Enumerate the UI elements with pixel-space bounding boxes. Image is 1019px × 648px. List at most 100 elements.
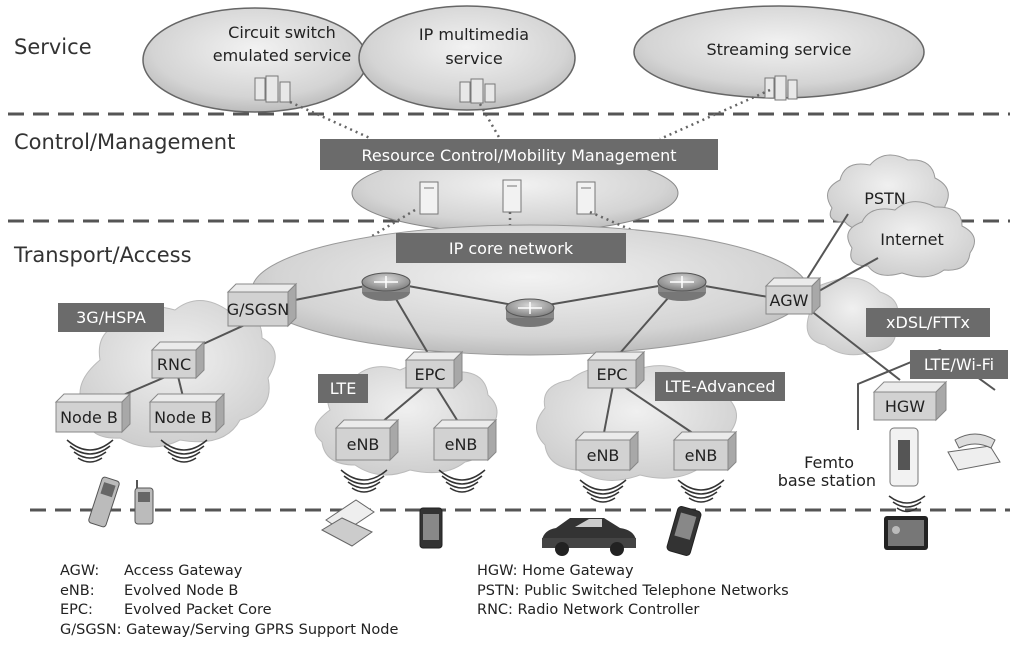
node-gsgsn-label: G/SGSN — [227, 300, 289, 319]
server-icon — [502, 179, 522, 213]
node-epc-2 — [586, 350, 646, 390]
node-enb-1-label: eNB — [347, 435, 380, 454]
wireless-signal-icon — [438, 469, 486, 493]
router-icon — [361, 272, 411, 301]
laptop-icon — [320, 499, 375, 547]
femto-label-line1: Femto — [804, 453, 854, 472]
mobile-phone-icon — [88, 476, 120, 528]
wireless-signal-icon — [677, 479, 725, 503]
node-enb-4 — [672, 430, 738, 472]
handheld-device-icon — [666, 506, 702, 556]
femto-base-station-icon — [889, 427, 919, 487]
node-hgw — [872, 380, 948, 422]
service-ip-multimedia-line2: service — [445, 49, 502, 68]
server-icon — [419, 181, 439, 215]
banner-xdsl — [866, 308, 990, 337]
node-nodeb-1-label: Node B — [60, 408, 118, 427]
node-nodeb-2-label: Node B — [154, 408, 212, 427]
wireless-signal-icon — [160, 439, 208, 463]
service-circuit-switch-line1: Circuit switch — [228, 23, 336, 42]
node-enb-4-label: eNB — [685, 446, 718, 465]
legend-abbr: AGW: — [60, 563, 100, 579]
node-epc-1-label: EPC — [415, 365, 446, 384]
legend-text: Access Gateway — [124, 563, 243, 579]
legend-abbr: HGW: — [477, 563, 518, 579]
node-enb-2 — [432, 418, 498, 462]
node-agw-label: AGW — [770, 291, 809, 310]
banner-3g-hspa-label: 3G/HSPA — [76, 308, 146, 327]
service-circuit-switch-line2: emulated service — [213, 46, 352, 65]
service-ellipses — [142, 5, 925, 113]
legend-abbr: eNB: — [60, 582, 95, 599]
banner-3g-hspa — [58, 303, 164, 332]
legend-row: G/SGSN: Gateway/Serving GPRS Support Nod… — [60, 621, 398, 641]
telephone-icon — [947, 433, 1001, 471]
server-icon — [459, 78, 496, 104]
router-icon — [505, 298, 555, 327]
banner-lte — [318, 374, 368, 403]
node-epc-1 — [404, 350, 464, 390]
legend-text: Radio Network Controller — [517, 602, 700, 618]
legend-left: AGW: Access Gateway eNB: Evolved Node B EP… — [60, 562, 398, 640]
legend-row: EPC: Evolved Packet Core — [60, 601, 398, 621]
legend-abbr: PSTN: — [477, 582, 520, 599]
banner-ip-core-label: IP core network — [449, 239, 574, 258]
service-ip-multimedia-ellipse — [358, 5, 576, 111]
wireless-signal-icon — [340, 469, 388, 493]
wireless-signal-icon — [888, 495, 926, 513]
mobile-phone-icon — [134, 480, 154, 525]
cloud-internet — [847, 201, 975, 278]
node-epc-2-label: EPC — [597, 365, 628, 384]
server-icon — [254, 75, 291, 103]
layer-label-control: Control/Management — [14, 130, 235, 154]
tablet-icon — [884, 516, 928, 550]
node-gsgsn — [226, 282, 298, 328]
legend-row: PSTN: Public Switched Telephone Networks — [477, 582, 789, 602]
legend-abbr: G/SGSN: — [60, 621, 122, 638]
banner-lte-advanced-label: LTE-Advanced — [664, 377, 775, 396]
server-icon — [576, 181, 596, 215]
legend-text: Gateway/Serving GPRS Support Node — [126, 621, 399, 638]
banner-ip-core — [396, 233, 626, 263]
legend-text: Evolved Packet Core — [124, 602, 272, 618]
wireless-signal-icon — [579, 479, 627, 503]
banner-resource-control-label: Resource Control/Mobility Management — [362, 146, 677, 165]
banner-lte-wifi-label: LTE/Wi-Fi — [924, 355, 994, 374]
cloud-internet-label: Internet — [880, 230, 944, 249]
node-nodeb-2 — [148, 392, 226, 434]
banner-lte-wifi — [910, 350, 1008, 379]
node-rnc-label: RNC — [157, 355, 191, 374]
router-icon — [657, 272, 707, 301]
banner-lte-advanced — [655, 372, 785, 401]
cloud-pstn-label: PSTN — [864, 189, 906, 208]
banner-lte-label: LTE — [330, 379, 357, 398]
smartphone-icon — [419, 507, 443, 549]
node-enb-1 — [334, 418, 400, 462]
banner-xdsl-label: xDSL/FTTx — [886, 313, 970, 332]
layer-label-service: Service — [14, 35, 92, 59]
legend-row: RNC: Radio Network Controller — [477, 601, 789, 621]
node-enb-2-label: eNB — [445, 435, 478, 454]
banner-resource-control — [320, 139, 718, 170]
legend-text: Home Gateway — [522, 563, 634, 579]
node-enb-3 — [574, 430, 640, 472]
legend-abbr: EPC: — [60, 602, 93, 618]
car-icon — [542, 518, 636, 556]
node-hgw-label: HGW — [885, 397, 925, 416]
layer-label-transport: Transport/Access — [13, 243, 192, 267]
node-nodeb-1 — [54, 392, 132, 434]
server-icon — [764, 75, 798, 101]
legend-abbr: RNC: — [477, 602, 513, 618]
wireless-signal-icon — [66, 439, 114, 463]
node-rnc — [150, 340, 206, 380]
service-streaming-label: Streaming service — [706, 40, 851, 59]
node-agw — [764, 276, 822, 316]
legend-row: eNB: Evolved Node B — [60, 582, 398, 602]
legend-text: Evolved Node B — [124, 582, 239, 599]
legend-row: AGW: Access Gateway — [60, 562, 398, 582]
legend-right: HGW: Home Gateway PSTN: Public Switched … — [477, 562, 789, 621]
legend-row: HGW: Home Gateway — [477, 562, 789, 582]
node-enb-3-label: eNB — [587, 446, 620, 465]
legend-text: Public Switched Telephone Networks — [524, 582, 789, 599]
